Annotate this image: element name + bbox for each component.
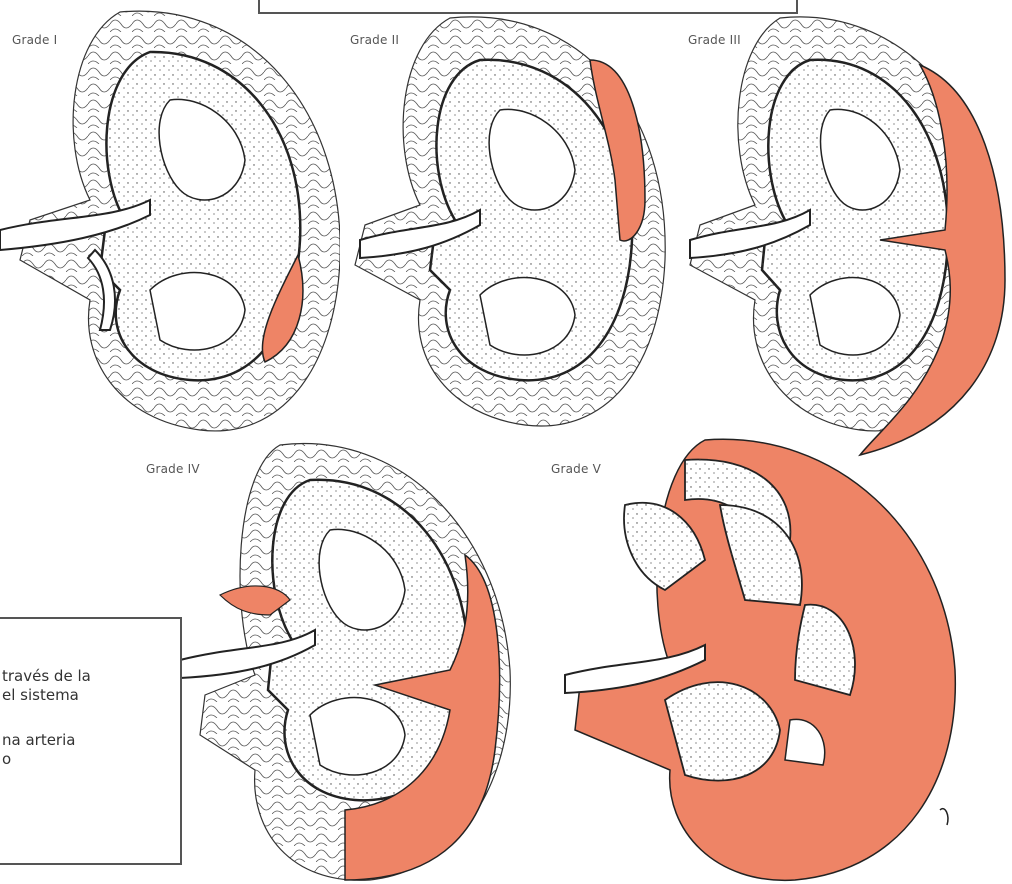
- caption-box-bottom-left: través de la el sistema na arteria o: [0, 617, 182, 865]
- panel-grade-2: Grade II: [340, 0, 680, 440]
- panel-grade-3: Grade III: [680, 0, 1012, 460]
- kidney-grade-1-illustration: [0, 0, 340, 440]
- caption-line-3: na arteria: [2, 731, 182, 750]
- panel-grade-5: Grade V: [545, 430, 1012, 884]
- kidney-grade-5-illustration: [545, 430, 1012, 884]
- kidney-grade-2-illustration: [340, 0, 680, 440]
- caption-line-2: el sistema: [2, 686, 182, 705]
- caption-line-4: o: [2, 750, 182, 769]
- caption-line-1: través de la: [2, 667, 182, 686]
- panel-grade-4: Grade IV: [140, 430, 560, 884]
- panel-grade-1: Grade I: [0, 0, 340, 440]
- kidney-grade-3-illustration: [680, 0, 1012, 460]
- kidney-grade-4-illustration: [140, 430, 560, 884]
